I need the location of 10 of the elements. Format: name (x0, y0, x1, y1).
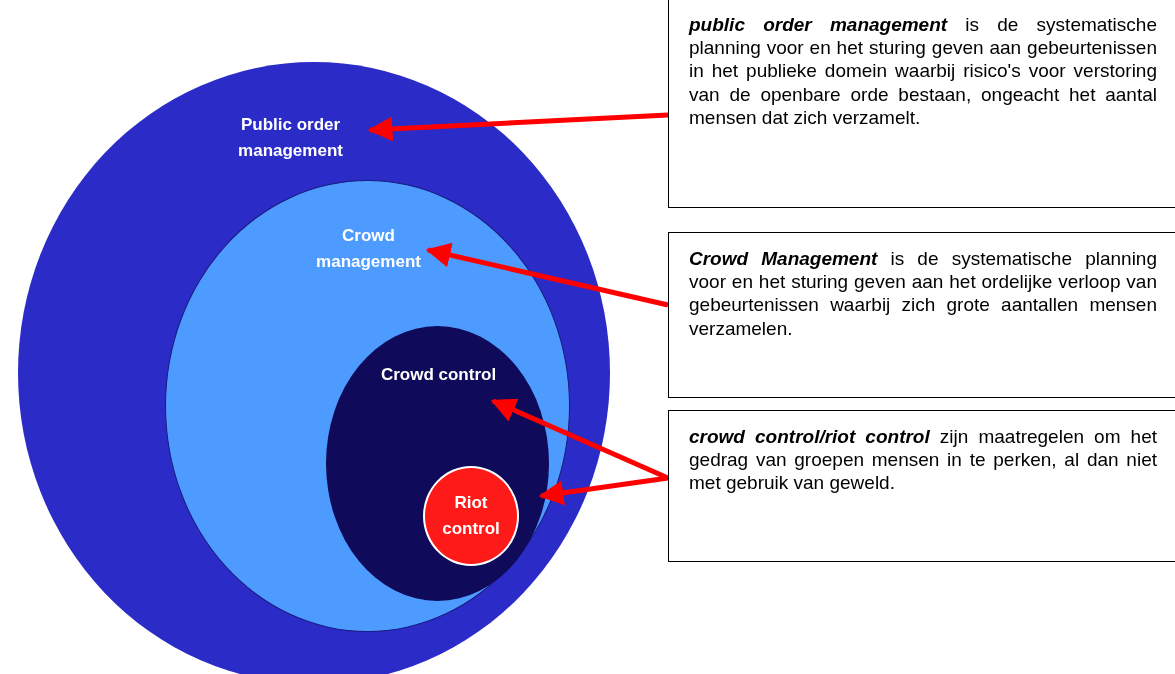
definition-text-box: Crowd Management is de systematische planning voor en het sturing geven aan het ordelijke verloop van gebeurtenissen waarbij zich grote aantallen mensen verzamelen. (668, 232, 1175, 398)
circle-label: Crowd management (315, 225, 422, 273)
circle-label: Public order management (237, 114, 344, 162)
circle-label: Riot control (441, 492, 501, 540)
arrow (425, 242, 669, 308)
definition-text-box: crowd control/riot control zijn maatregelen om het gedrag van groepen mensen in te perken, al dan niet met gebruik van geweld. (668, 410, 1175, 562)
circle-label: Crowd control (379, 364, 498, 386)
arrow (367, 112, 669, 142)
arrow (538, 475, 669, 506)
definition-text-box: public order management is de systematische planning voor en het sturing geven aan gebeurtenissen in het publieke domein waarbij risico's voor verstoring van de openbare orde bestaan, ongeacht het aantal mensen dat zich verzamelt. (668, 0, 1175, 208)
